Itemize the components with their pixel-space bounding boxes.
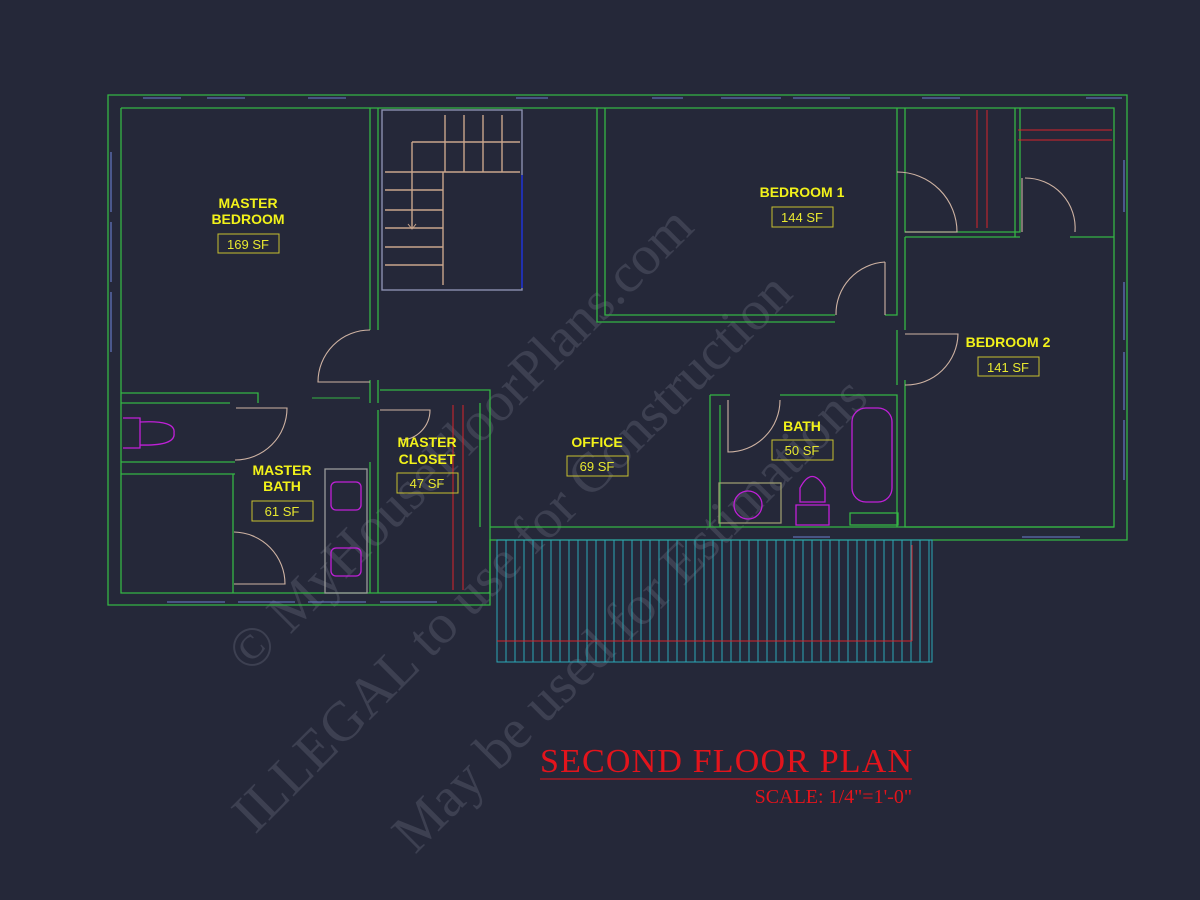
plan-title: SECOND FLOOR PLAN xyxy=(540,743,912,780)
room-name: BEDROOM 2 xyxy=(966,334,1051,350)
windows xyxy=(110,97,1125,603)
room-name: BEDROOM 1 xyxy=(760,184,845,200)
fixtures xyxy=(123,407,899,594)
staircase xyxy=(381,109,523,291)
room-area: 69 SF xyxy=(580,459,615,474)
room-bath: BATH 50 SF xyxy=(771,418,834,461)
room-name: OFFICE xyxy=(571,434,622,450)
room-area: 169 SF xyxy=(227,237,269,252)
title-block: SECOND FLOOR PLAN SCALE: 1/4"=1'-0" xyxy=(540,743,912,808)
room-name: BEDROOM xyxy=(211,211,284,227)
room-area: 61 SF xyxy=(265,504,300,519)
toilet-icon xyxy=(123,417,175,449)
room-name: BATH xyxy=(263,478,301,494)
sink-icon xyxy=(330,481,362,511)
room-office: OFFICE 69 SF xyxy=(566,434,629,477)
room-name: MASTER xyxy=(218,195,277,211)
bathtub-icon xyxy=(851,407,893,503)
room-name: MASTER xyxy=(397,434,456,450)
deck xyxy=(496,539,933,663)
room-area: 144 SF xyxy=(781,210,823,225)
room-name: CLOSET xyxy=(399,451,456,467)
doors xyxy=(233,171,1076,585)
sink-icon xyxy=(733,490,763,520)
room-master-bedroom: MASTER BEDROOM 169 SF xyxy=(211,195,285,254)
closet-rods xyxy=(452,110,1112,590)
exterior-walls xyxy=(107,94,1128,606)
sink-icon xyxy=(330,547,362,577)
room-bedroom-2: BEDROOM 2 141 SF xyxy=(966,334,1051,377)
room-area: 141 SF xyxy=(987,360,1029,375)
room-area: 47 SF xyxy=(410,476,445,491)
room-name: MASTER xyxy=(252,462,311,478)
room-master-closet: MASTER CLOSET 47 SF xyxy=(396,434,459,494)
toilet-icon xyxy=(795,475,830,526)
room-master-bath: MASTER BATH 61 SF xyxy=(251,462,314,522)
interior-walls xyxy=(121,108,1114,593)
room-bedroom-1: BEDROOM 1 144 SF xyxy=(760,184,845,228)
room-area: 50 SF xyxy=(785,443,820,458)
plan-scale: SCALE: 1/4"=1'-0" xyxy=(755,786,912,808)
room-name: BATH xyxy=(783,418,821,434)
